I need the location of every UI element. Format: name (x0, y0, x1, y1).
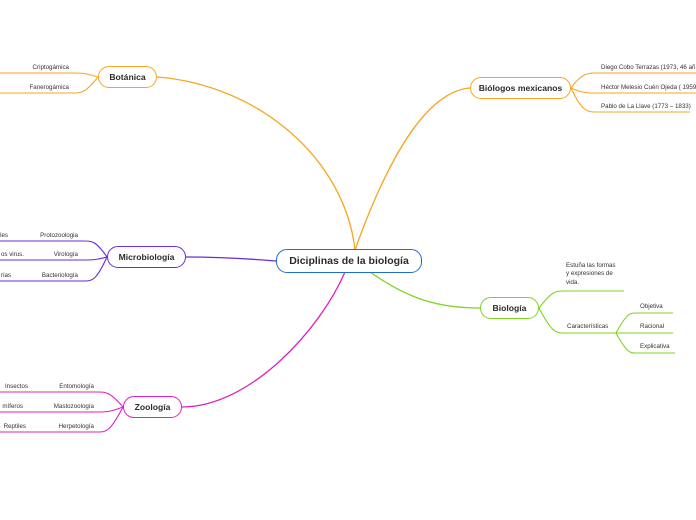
leaf-mastozoologia[interactable]: Mastozoología (53, 403, 94, 410)
topic-zoologia[interactable]: Zoología (123, 396, 182, 418)
connector-biologos-diego (570, 72, 696, 89)
connector-caracteristicas-objetiva (615, 312, 673, 334)
leaf-virologia-detail[interactable]: os virus. (0, 251, 24, 258)
topic-microbiologia[interactable]: Microbiología (107, 246, 186, 268)
leaf-protozoologia[interactable]: Protozoologia (40, 232, 78, 239)
leaf-bacteriologia[interactable]: Bacteriología (41, 272, 78, 279)
connector-center-zoologia (181, 271, 346, 408)
connector-botanica-fanerogamica (0, 76, 99, 94)
leaf-caracteristicas[interactable]: Características (567, 323, 609, 330)
connector-center-biologia (369, 271, 481, 309)
connector-caracteristicas-explicativa (615, 332, 675, 354)
leaf-criptogamica[interactable]: Criptogámica (32, 64, 69, 71)
leaf-miferos[interactable]: míferos (2, 403, 23, 410)
leaf-pablo-llave[interactable]: Pablo de La Llave (1773 – 1833) (601, 103, 691, 110)
leaf-reptiles[interactable]: Reptiles (3, 423, 26, 430)
connector-zoologia-herpetologia (53, 406, 124, 433)
connector-botanica-criptogamica (0, 72, 99, 78)
topic-botanica[interactable]: Botánica (98, 66, 157, 88)
leaf-herpetologia[interactable]: Herpetología (58, 423, 94, 430)
leaf-fanerogamica[interactable]: Fanerogámica (29, 84, 69, 91)
connector-center-biologos (354, 87, 471, 251)
leaf-entomologia[interactable]: Entomología (59, 383, 94, 390)
leaf-explicativa[interactable]: Explicativa (640, 343, 670, 350)
connector-center-botanica (156, 76, 356, 251)
central-topic[interactable]: Diciplinas de la biología (276, 249, 422, 273)
topic-biologia[interactable]: Biología (480, 297, 539, 319)
leaf-racional[interactable]: Racional (640, 323, 665, 330)
connector-biologia-caracteristicas (538, 307, 616, 334)
leaf-insectos[interactable]: Insectos (4, 383, 28, 390)
leaf-objetiva[interactable]: Objetiva (640, 303, 663, 310)
connector-microbiologia-bacteriologia (36, 256, 108, 282)
connector-center-microbiologia (185, 256, 277, 262)
connector-zoologia-mastozoologia (50, 406, 124, 413)
leaf-bacteriologia-detail[interactable]: rias (1, 272, 11, 279)
leaf-diego-cobo[interactable]: Diego Cobo Terrazas (1973, 46 añ (601, 64, 696, 71)
connector-biologos-hector (570, 87, 696, 94)
leaf-hector-cuen[interactable]: Héctor Melesio Cuén Ojeda ( 1959 (601, 84, 696, 91)
connector-biologos-pablo (570, 87, 690, 113)
connector-biologia-estudia (538, 290, 624, 309)
topic-biologos-mexicanos[interactable]: Biólogos mexicanos (470, 77, 571, 99)
leaf-virologia[interactable]: Virología (53, 251, 78, 258)
connector-zoologia-entomologia (56, 391, 124, 408)
leaf-protozoologia-detail[interactable]: les (0, 232, 8, 239)
connector-microbiologia-protozoologia (36, 240, 108, 258)
leaf-estudia[interactable]: Estuña las formas y expresiones de vida. (566, 262, 616, 286)
connector-microbiologia-virologia (46, 256, 108, 261)
